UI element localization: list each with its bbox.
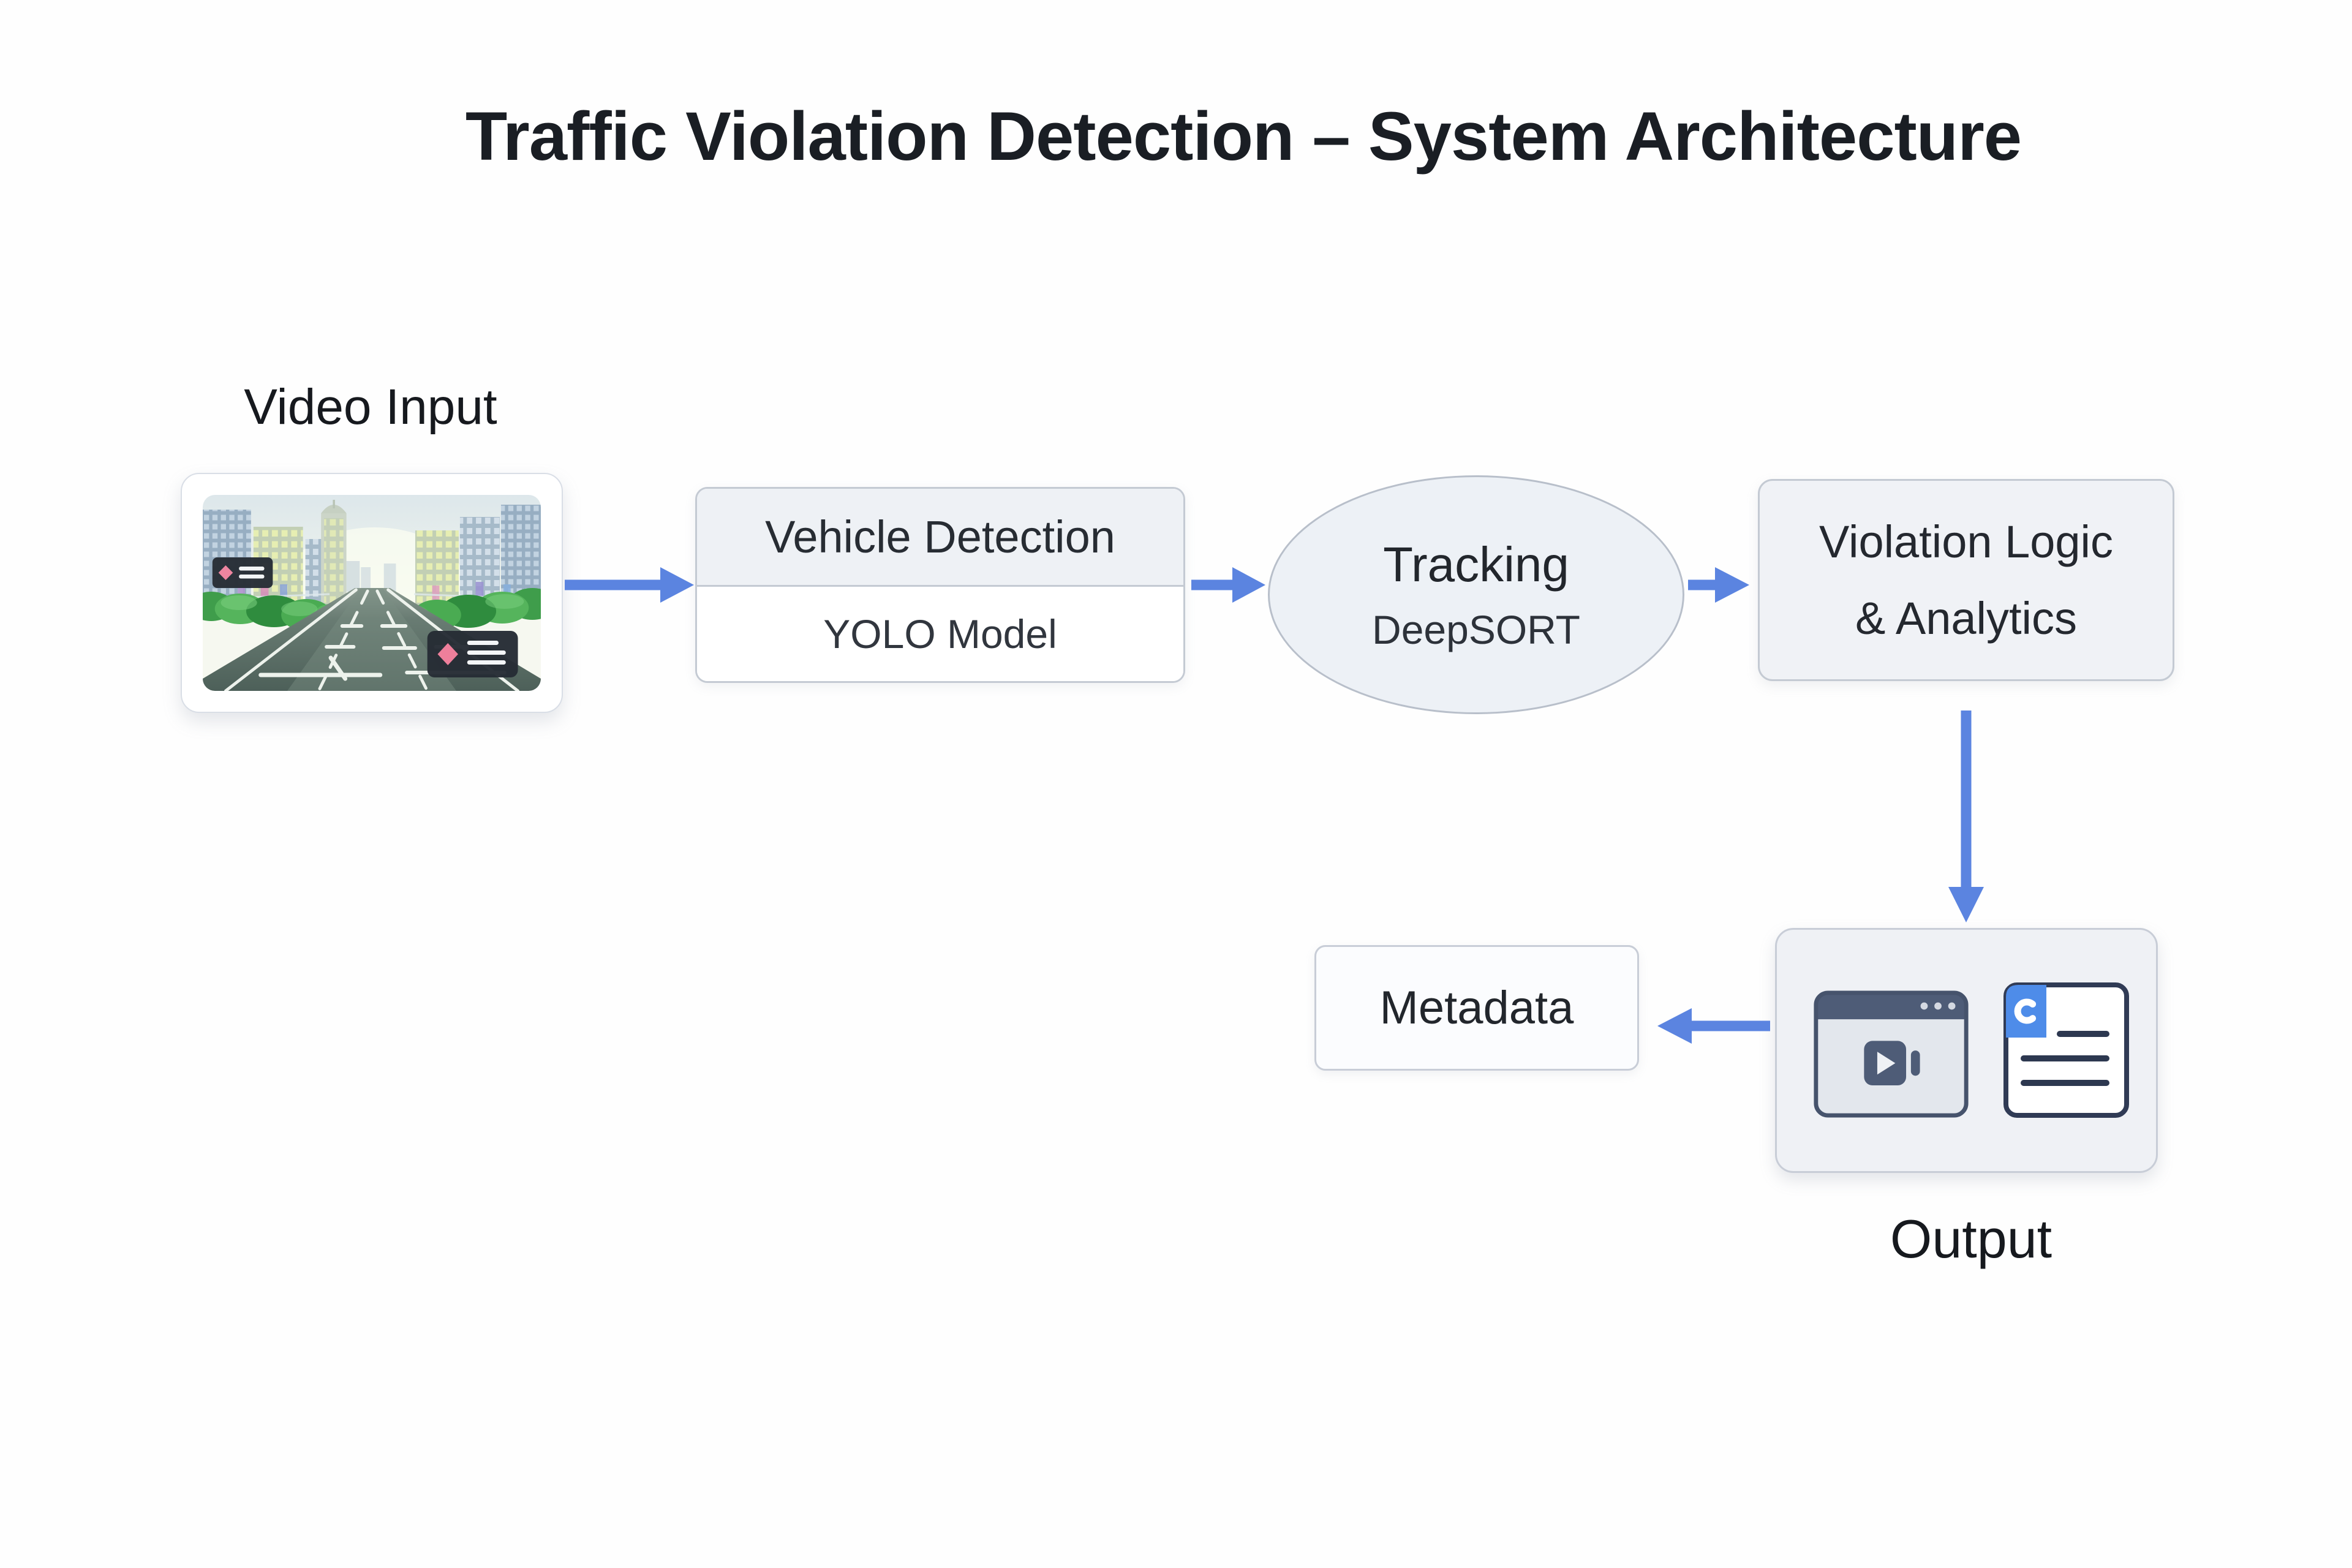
metadata-label: Metadata (1379, 982, 1574, 1034)
report-document-icon (2003, 982, 2129, 1118)
tracking-title: Tracking (1383, 537, 1569, 592)
yolo-model-label: YOLO Model (697, 587, 1183, 681)
output-label: Output (1890, 1208, 2052, 1269)
violation-logic-line2: & Analytics (1855, 593, 2077, 644)
violation-logic-node: Violation Logic & Analytics (1758, 479, 2174, 681)
detection-badge-left (212, 557, 273, 588)
deepsort-label: DeepSORT (1372, 607, 1580, 652)
video-input-label: Video Input (244, 379, 497, 435)
output-node (1775, 928, 2158, 1173)
arrow-tracking-to-violation-logic (1688, 567, 1749, 603)
violation-logic-line1: Violation Logic (1819, 516, 2113, 567)
arrow-output-to-metadata (1657, 1008, 1770, 1044)
video-input-thumbnail (181, 473, 563, 713)
city-street-illustration (203, 495, 541, 691)
arrow-vehicle-detection-to-tracking (1191, 567, 1265, 603)
arrow-video-input-to-vehicle-detection (565, 567, 694, 603)
vehicle-detection-node: Vehicle Detection YOLO Model (695, 487, 1185, 683)
metadata-node: Metadata (1314, 945, 1639, 1071)
arrow-violation-logic-to-output (1948, 710, 1984, 922)
vehicle-detection-title: Vehicle Detection (697, 489, 1183, 587)
page-title: Traffic Violation Detection – System Arc… (465, 98, 2022, 175)
video-player-window-icon (1814, 990, 1969, 1118)
distant-skyline (346, 561, 396, 592)
tracking-node: Tracking DeepSORT (1268, 475, 1684, 714)
lane-markings (224, 588, 520, 691)
detection-badge-right (427, 631, 518, 677)
